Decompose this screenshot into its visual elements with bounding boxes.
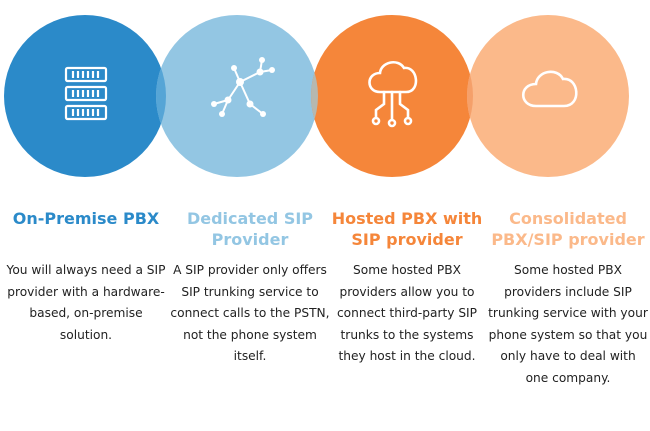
- column-title: On-Premise PBX: [12, 209, 160, 228]
- circles-graphic: [4, 15, 629, 177]
- column-title: Consolidated PBX/SIP provider: [491, 209, 645, 249]
- column-description: You will always need a SIP provider with…: [6, 263, 166, 342]
- cloud-circuit-icon: [368, 60, 418, 128]
- column-consolidated: Consolidated PBX/SIP provider Some hoste…: [488, 208, 648, 390]
- column-on-premise: On-Premise PBX You will always need a SI…: [6, 208, 166, 346]
- server-icon: [64, 66, 108, 121]
- venn-circles: [0, 0, 650, 200]
- column-hosted-pbx: Hosted PBX with SIP provider Some hosted…: [327, 208, 487, 368]
- column-description: A SIP provider only offers SIP trunking …: [170, 263, 330, 364]
- column-dedicated-sip: Dedicated SIP Provider A SIP provider on…: [170, 208, 330, 368]
- circle-consolidated: [467, 15, 629, 177]
- column-description: Some hosted PBX providers allow you to c…: [336, 263, 478, 364]
- cloud-icon: [521, 70, 578, 108]
- circle-dedicated-sip: [156, 15, 318, 177]
- column-title: Hosted PBX with SIP provider: [331, 209, 483, 249]
- circle-on-premise: [4, 15, 166, 177]
- column-description: Some hosted PBX providers include SIP tr…: [488, 263, 648, 385]
- column-title: Dedicated SIP Provider: [186, 209, 314, 249]
- network-icon: [211, 57, 275, 117]
